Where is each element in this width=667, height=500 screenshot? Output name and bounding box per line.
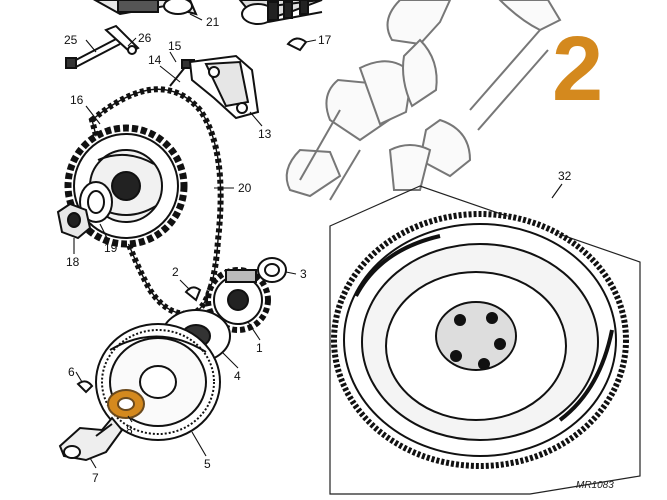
part-2-key <box>184 286 202 302</box>
part-6-locking-tab <box>76 380 94 394</box>
callout-1: 1 <box>256 341 263 355</box>
callout-7: 7 <box>92 471 99 485</box>
callout-21: 21 <box>206 15 220 29</box>
callout-labels: 21 25 26 15 14 17 16 13 20 19 18 2 3 1 4… <box>64 15 572 485</box>
part-19-washer <box>79 181 113 223</box>
crankshaft <box>285 0 562 201</box>
callout-2: 2 <box>172 265 179 279</box>
part-3-washer <box>257 257 287 283</box>
part-8-washer-highlighted <box>107 389 145 419</box>
part-18-nut <box>56 202 92 240</box>
callout-4: 4 <box>234 369 241 383</box>
callout-15: 15 <box>168 39 182 53</box>
callout-19: 19 <box>104 241 118 255</box>
callout-26: 26 <box>138 31 152 45</box>
leader-lines <box>73 37 563 469</box>
part-7-starter-dog-bolt <box>58 416 124 462</box>
callout-3: 3 <box>300 267 307 281</box>
callout-14: 14 <box>148 53 162 67</box>
part-32-flywheel <box>331 211 629 469</box>
callout-17: 17 <box>318 33 332 47</box>
callout-20: 20 <box>238 181 252 195</box>
callout-32: 32 <box>558 169 572 183</box>
part-1-crankshaft-sprocket <box>205 267 271 333</box>
callout-5: 5 <box>204 457 211 471</box>
callout-13: 13 <box>258 127 272 141</box>
camshaft-fragment <box>238 0 323 25</box>
callout-6: 6 <box>68 365 75 379</box>
callout-8: 8 <box>126 423 133 437</box>
drawing-reference-code: MR1083 <box>576 480 614 491</box>
part-17-key <box>286 37 308 52</box>
part-26-lock-tab <box>104 24 140 55</box>
page-number: 2 <box>552 18 603 120</box>
callout-16: 16 <box>70 93 84 107</box>
callout-25: 25 <box>64 33 78 47</box>
part-32-flywheel-frame <box>329 185 641 495</box>
callout-18: 18 <box>66 255 80 269</box>
part-21-fragment <box>92 0 198 16</box>
part-13-chain-tensioner <box>188 54 260 120</box>
